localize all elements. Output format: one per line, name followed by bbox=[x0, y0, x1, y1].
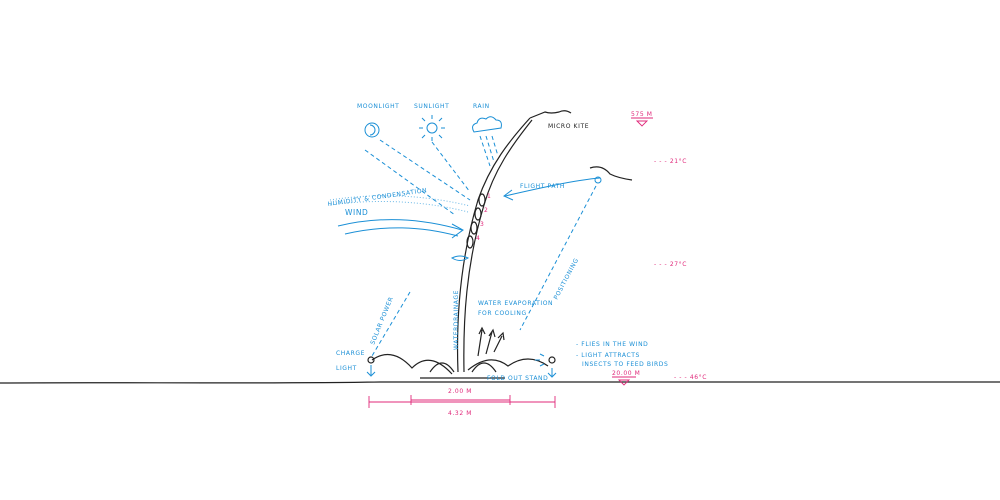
temp-top-label: - - - 21°C bbox=[654, 158, 687, 165]
solar-power-line bbox=[371, 291, 411, 357]
positioning-line bbox=[519, 185, 597, 331]
height-top-label: 575 M bbox=[631, 111, 653, 118]
height-top-marker bbox=[631, 117, 653, 127]
flight-path-arrowhead bbox=[503, 189, 514, 201]
waterdrainage-label: WATERDRAINAGE bbox=[453, 290, 460, 350]
moon-icon bbox=[364, 122, 380, 138]
charge-label: CHARGE bbox=[336, 350, 365, 357]
flight-path-label: FLIGHT PATH bbox=[520, 183, 565, 190]
positioning-label: POSITIONING bbox=[553, 257, 581, 301]
solar-power-label: SOLAR POWER bbox=[369, 296, 395, 346]
evaporation-label-1: WATER EVAPORATION bbox=[478, 300, 553, 307]
rain-label: RAIN bbox=[473, 103, 490, 110]
temp-ground-label: - - - 46°C bbox=[674, 374, 707, 381]
stage-4: 4 bbox=[476, 235, 480, 242]
kite-tether bbox=[456, 117, 531, 373]
right-device bbox=[535, 353, 557, 378]
humidity-flow bbox=[329, 195, 471, 213]
dimension-inner-label: 2.00 M bbox=[448, 388, 472, 395]
evaporation-arrows bbox=[477, 326, 505, 357]
wind-arrowhead bbox=[451, 223, 464, 239]
kite-stage-pods bbox=[466, 193, 486, 249]
humidity-label: HUMIDITY & CONDENSATION bbox=[327, 187, 427, 208]
rotation-marker bbox=[450, 255, 470, 261]
flight-path-arrow bbox=[504, 177, 601, 197]
sunlight-ray bbox=[431, 141, 471, 193]
stage-3: 3 bbox=[480, 221, 484, 228]
left-device bbox=[366, 356, 376, 377]
micro-kite-label: MICRO KITE bbox=[548, 123, 589, 130]
ground-line bbox=[0, 381, 1000, 384]
evaporation-label-2: FOR COOLING bbox=[478, 310, 527, 317]
temp-mid-label: - - - 27°C bbox=[654, 261, 687, 268]
rain-cloud-icon bbox=[472, 116, 502, 167]
dimension-inner bbox=[410, 395, 511, 405]
fold-out-stand-label: FOLD OUT STAND bbox=[487, 375, 548, 382]
sun-icon bbox=[419, 115, 445, 141]
wind-arrow bbox=[337, 219, 463, 231]
wind-label: WIND bbox=[345, 208, 368, 217]
sunlight-label: SUNLIGHT bbox=[414, 103, 449, 110]
alt-kite-icon bbox=[589, 166, 633, 181]
light-attracts-label-2: INSECTS TO FEED BIRDS bbox=[582, 361, 668, 368]
flies-in-wind-label: - FLIES IN THE WIND bbox=[576, 341, 648, 348]
moonlight-ray-2 bbox=[364, 149, 456, 216]
light-label: LIGHT bbox=[336, 365, 357, 372]
alt-kite-position-marker bbox=[594, 176, 602, 184]
stage-1: 1 bbox=[487, 193, 491, 200]
ground-height-marker bbox=[612, 376, 636, 386]
micro-kite-icon bbox=[529, 110, 572, 119]
dimension-outer-label: 4.32 M bbox=[448, 410, 472, 417]
light-attracts-label-1: - LIGHT ATTRACTS bbox=[576, 352, 640, 359]
moonlight-label: MOONLIGHT bbox=[357, 103, 399, 110]
ground-height-label: 20.00 M bbox=[612, 370, 640, 377]
dimension-outer bbox=[368, 396, 556, 408]
wind-arrow-2 bbox=[344, 227, 459, 237]
stage-2: 2 bbox=[484, 207, 488, 214]
